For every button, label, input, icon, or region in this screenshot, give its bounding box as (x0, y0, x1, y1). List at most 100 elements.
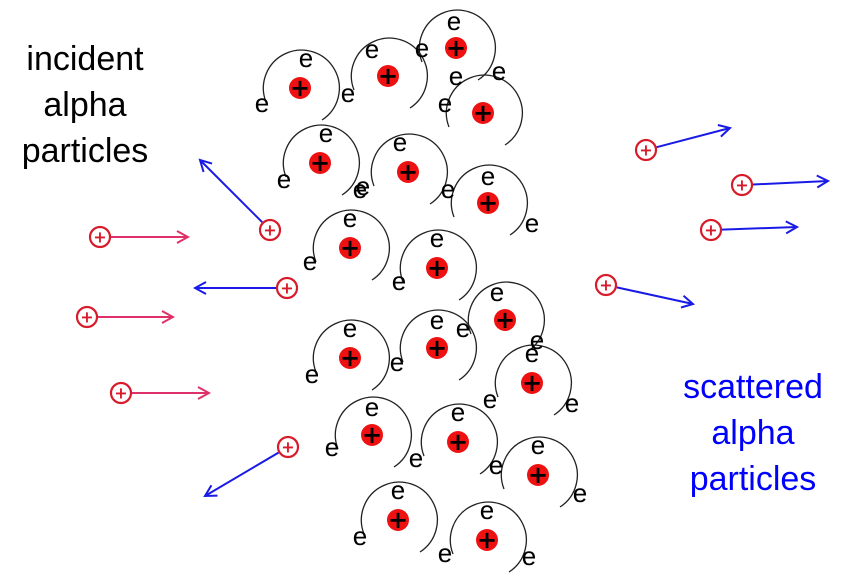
alpha-particle-icon (275, 276, 299, 300)
alpha-particle-icon (109, 381, 133, 405)
electron-label: e (325, 432, 339, 462)
alpha-charge-label: + (639, 141, 652, 160)
gold-atom: + (449, 501, 527, 573)
electron-label: e (430, 305, 444, 335)
electron-label: e (430, 223, 444, 253)
electron-orbit (445, 74, 523, 146)
electron-label: e (353, 521, 367, 551)
scattered-trajectory-arrow (656, 128, 730, 149)
nucleus-charge-label: + (446, 34, 466, 62)
alpha-charge-label: + (735, 176, 748, 195)
nucleus-icon (426, 337, 448, 359)
gold-atom: + (467, 281, 545, 353)
gold-atom: + (420, 403, 498, 475)
electron-label: e (277, 164, 291, 194)
electron-orbit (450, 164, 528, 236)
electron-orbit (350, 37, 428, 109)
alpha-particle-icon (730, 173, 754, 197)
nucleus-charge-label: + (495, 306, 515, 334)
nucleus-charge-label: + (522, 369, 542, 397)
electron-label: e (522, 541, 536, 571)
nucleus-icon (397, 161, 419, 183)
nucleus-icon (377, 65, 399, 87)
electron-orbit (312, 209, 390, 281)
alpha-particle-icon (75, 305, 99, 329)
nucleus-icon (477, 192, 499, 214)
alpha-charge-label: + (93, 228, 106, 247)
nucleus-charge-label: + (427, 254, 447, 282)
nucleus-icon (445, 37, 467, 59)
gold-atom: + (370, 133, 448, 205)
electron-label: e (299, 43, 313, 73)
nucleus-icon (527, 464, 549, 486)
gold-atom: + (262, 49, 340, 121)
nucleus-icon (387, 509, 409, 531)
scattered-label-line-1: scattered (683, 368, 823, 406)
electron-orbit (467, 281, 545, 353)
electron-label: e (305, 359, 319, 389)
alpha-particle-icon (699, 218, 723, 242)
electron-label: e (490, 277, 504, 307)
incident-label-line-3: particles (21, 132, 149, 170)
alpha-charge-label: + (280, 279, 293, 298)
nucleus-icon (476, 529, 498, 551)
scattered-label-line-3: particles (689, 460, 817, 498)
nucleus-charge-label: + (478, 189, 498, 217)
nucleus-icon (426, 257, 448, 279)
incident-alpha-particle: + (109, 381, 209, 405)
electron-orbit (500, 436, 578, 508)
electron-label: e (415, 33, 429, 63)
alpha-charge-label: + (599, 276, 612, 295)
gold-atom: + (450, 164, 528, 236)
nucleus-charge-label: + (290, 74, 310, 102)
electron-label: e (341, 78, 355, 108)
electron-label: e (255, 88, 269, 118)
electron-label: e (492, 56, 506, 86)
electron-orbit (449, 501, 527, 573)
electron-label: e (451, 397, 465, 427)
electron-orbit (262, 49, 340, 121)
electron-label: e (409, 443, 423, 473)
gold-atom: + (334, 396, 412, 468)
incident-alpha-particles-label: incident alpha particles (0, 36, 170, 174)
scattered-alpha-particle: + (200, 160, 282, 242)
electron-label: e (392, 266, 406, 296)
nucleus-icon (339, 347, 361, 369)
alpha-charge-label: + (263, 221, 276, 240)
incident-alpha-particle: + (88, 225, 188, 249)
electron-label: e (365, 392, 379, 422)
electron-label: e (438, 538, 452, 568)
alpha-particle-paths: + + + + + + + + + + (75, 128, 828, 496)
scattered-trajectory-arrow (200, 160, 263, 223)
nucleus-icon (289, 77, 311, 99)
electron-label: e (393, 127, 407, 157)
scattered-trajectory-arrow (752, 181, 828, 184)
scattered-alpha-particles-label: scattered alpha particles (668, 364, 838, 502)
electron-orbit (282, 124, 360, 196)
electron-label: e (438, 88, 452, 118)
gold-atom: + (360, 481, 438, 553)
nucleus-icon (494, 309, 516, 331)
nucleus-icon (309, 152, 331, 174)
nucleus-charge-label: + (477, 526, 497, 554)
incident-label-line-1: incident (26, 40, 144, 78)
nucleus-charge-label: + (448, 428, 468, 456)
electron-orbit (334, 396, 412, 468)
nucleus-charge-label: + (310, 149, 330, 177)
nucleus-charge-label: + (340, 234, 360, 262)
electron-label: e (449, 61, 463, 91)
alpha-charge-label: + (281, 438, 294, 457)
incident-alpha-particle: + (75, 305, 173, 329)
scattered-alpha-particle: + (699, 218, 797, 242)
gold-atom: + (399, 309, 477, 381)
nucleus-icon (361, 424, 383, 446)
electron-label: e (303, 246, 317, 276)
alpha-particle-icon (634, 138, 658, 162)
electron-label: e (441, 174, 455, 204)
electron-label: e (530, 325, 544, 355)
electron-label: e (365, 34, 379, 64)
alpha-particle-icon (276, 435, 300, 459)
electron-orbit (494, 344, 572, 416)
scattered-trajectory-arrow (721, 227, 797, 230)
